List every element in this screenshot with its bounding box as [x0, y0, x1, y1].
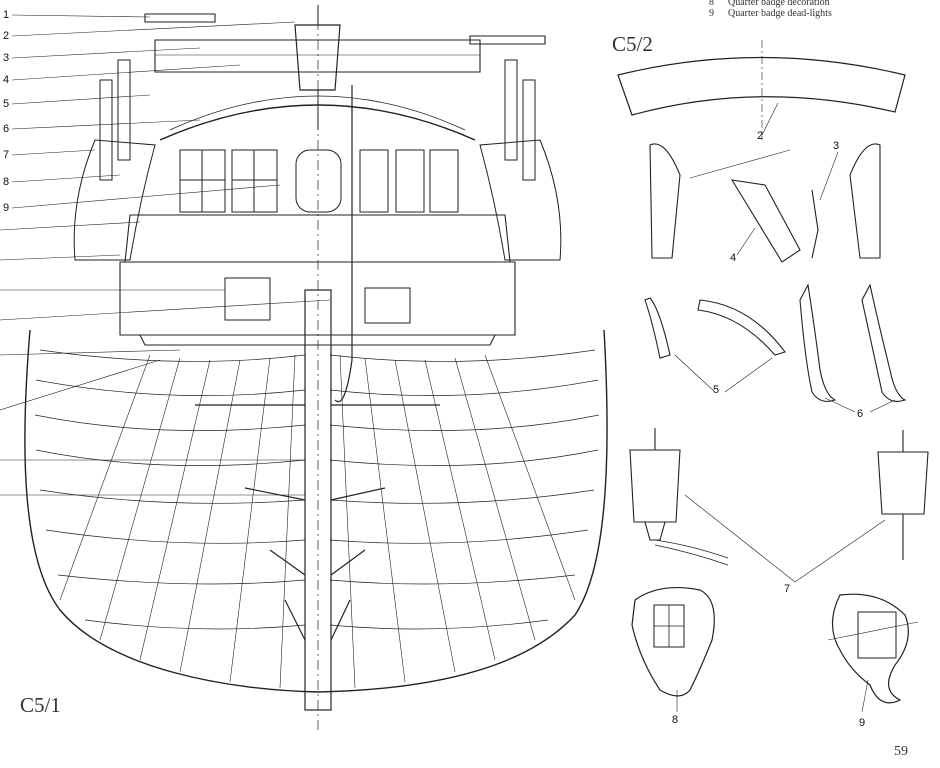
detail-dead-light-panel — [857, 611, 897, 659]
stern-windows — [179, 149, 459, 213]
detail-dead-lights — [831, 593, 909, 704]
detail-badge-decoration — [631, 586, 715, 697]
legend-text: Quarter badge decoration — [728, 0, 830, 8]
counter-port-left — [224, 277, 271, 321]
callout-number: 4 — [730, 252, 737, 264]
lower-counter — [119, 261, 516, 336]
stern-chaser-right — [469, 35, 546, 45]
parts-legend: 8 Quarter badge decoration 9 Quarter bad… — [708, 0, 832, 19]
callout-number: 2 — [3, 30, 10, 42]
detail-view — [617, 40, 929, 713]
callout-number: 6 — [3, 123, 10, 135]
upper-counter — [124, 214, 511, 263]
rudder-chain — [334, 85, 353, 403]
callout-number: 3 — [3, 52, 10, 64]
stern-view — [0, 5, 608, 730]
stern-chaser-left — [144, 13, 216, 23]
callout-number: 5 — [713, 384, 720, 396]
callout-number: 9 — [859, 717, 866, 729]
detail-bracket-left — [649, 143, 681, 259]
detail-bracket-right — [849, 143, 881, 259]
legend-number: 8 — [709, 0, 714, 8]
detail-figure-right — [861, 283, 907, 402]
stern-lantern — [294, 5, 341, 130]
detail-figure-left — [799, 283, 837, 402]
rudder-straps — [195, 404, 440, 641]
counter-port-right — [364, 287, 411, 324]
callout-number: 3 — [833, 140, 840, 152]
page-number: 59 — [894, 744, 908, 759]
legend-number: 9 — [709, 8, 714, 19]
callout-number: 8 — [672, 714, 679, 726]
detail-arch-rail — [617, 56, 906, 116]
detail-lantern-left — [629, 428, 729, 566]
detail-carving-a — [644, 297, 671, 359]
hull-strakes — [59, 354, 576, 689]
quarter-badge-right — [479, 139, 562, 261]
callout-number: 1 — [3, 9, 10, 21]
legend-text: Quarter badge dead-lights — [728, 8, 832, 19]
legend-row: 9 Quarter badge dead-lights — [708, 8, 832, 19]
callout-number: 4 — [3, 74, 10, 86]
leader-lines — [0, 14, 331, 496]
callout-number: 5 — [3, 98, 10, 110]
callout-number: 7 — [3, 149, 10, 161]
callout-number: 2 — [757, 130, 764, 142]
hull-planking — [34, 349, 600, 630]
detail-lantern-right — [877, 430, 929, 560]
detail-angled-piece — [730, 179, 801, 263]
figure-label-c5-1: C5/1 — [20, 693, 61, 717]
quarter-badge-left — [73, 139, 156, 261]
callout-number: 7 — [784, 583, 791, 595]
callout-number: 9 — [3, 202, 10, 214]
transom-band — [139, 334, 496, 346]
figure-label-c5-2: C5/2 — [612, 32, 653, 56]
detail-carving-b — [697, 299, 786, 356]
hull-outline — [24, 329, 608, 693]
callout-number: 6 — [857, 408, 864, 420]
taffrail — [154, 39, 481, 73]
gallery-posts — [99, 59, 536, 181]
detail-pendant — [811, 189, 819, 259]
callout-number: 8 — [3, 176, 10, 188]
legend-row: 8 Quarter badge decoration — [708, 0, 832, 8]
